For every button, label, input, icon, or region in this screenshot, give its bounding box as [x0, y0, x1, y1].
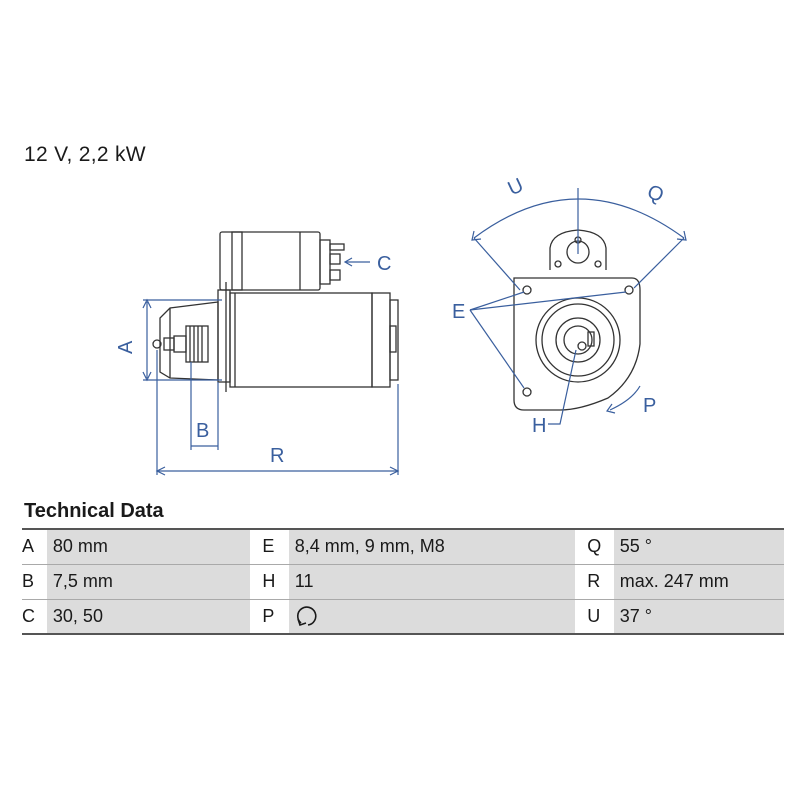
key-cell: A — [22, 528, 47, 565]
key-cell: R — [575, 564, 614, 600]
starter-drawing: A B C R — [115, 174, 687, 476]
key-cell: C — [22, 599, 47, 635]
dimension-label-e: E — [452, 301, 465, 323]
key-cell: Q — [575, 528, 614, 565]
value-cell: 80 mm — [46, 528, 251, 565]
value-cell: 11 — [288, 564, 576, 600]
value-cell: 8,4 mm, 9 mm, M8 — [288, 528, 576, 565]
dimension-label-p: P — [643, 395, 656, 417]
dimension-label-r: R — [270, 445, 284, 467]
key-cell: P — [250, 599, 289, 635]
dimension-label-u: U — [505, 174, 527, 200]
dimension-label-h: H — [532, 415, 546, 437]
front-view — [513, 229, 641, 411]
table-row: A 80 mm E 8,4 mm, 9 mm, M8 Q 55 ° — [22, 528, 784, 565]
dimension-label-a: A — [115, 340, 137, 354]
key-cell: B — [22, 564, 47, 600]
side-view — [152, 231, 399, 392]
dimension-label-q: Q — [644, 181, 667, 208]
side-view-dimensions — [142, 257, 400, 476]
value-cell: 55 ° — [613, 528, 784, 565]
rating-text: 12 V, 2,2 kW — [24, 143, 146, 166]
value-cell — [288, 599, 576, 635]
technical-data-table: A 80 mm E 8,4 mm, 9 mm, M8 Q 55 ° B 7,5 … — [22, 528, 784, 635]
value-cell: 30, 50 — [46, 599, 251, 635]
key-cell: H — [250, 564, 289, 600]
key-cell: E — [250, 528, 289, 565]
dimension-label-c: C — [377, 253, 391, 275]
rotation-direction-icon — [296, 606, 317, 627]
technical-data-title: Technical Data — [24, 500, 164, 522]
front-view-dimensions — [469, 188, 687, 425]
key-cell: U — [575, 599, 614, 635]
table-row: C 30, 50 P U 37 ° — [22, 599, 784, 635]
dimension-label-b: B — [196, 420, 209, 442]
value-cell: 37 ° — [613, 599, 784, 635]
table-row: B 7,5 mm H 11 R max. 247 mm — [22, 564, 784, 600]
value-cell: 7,5 mm — [46, 564, 251, 600]
value-cell: max. 247 mm — [613, 564, 784, 600]
